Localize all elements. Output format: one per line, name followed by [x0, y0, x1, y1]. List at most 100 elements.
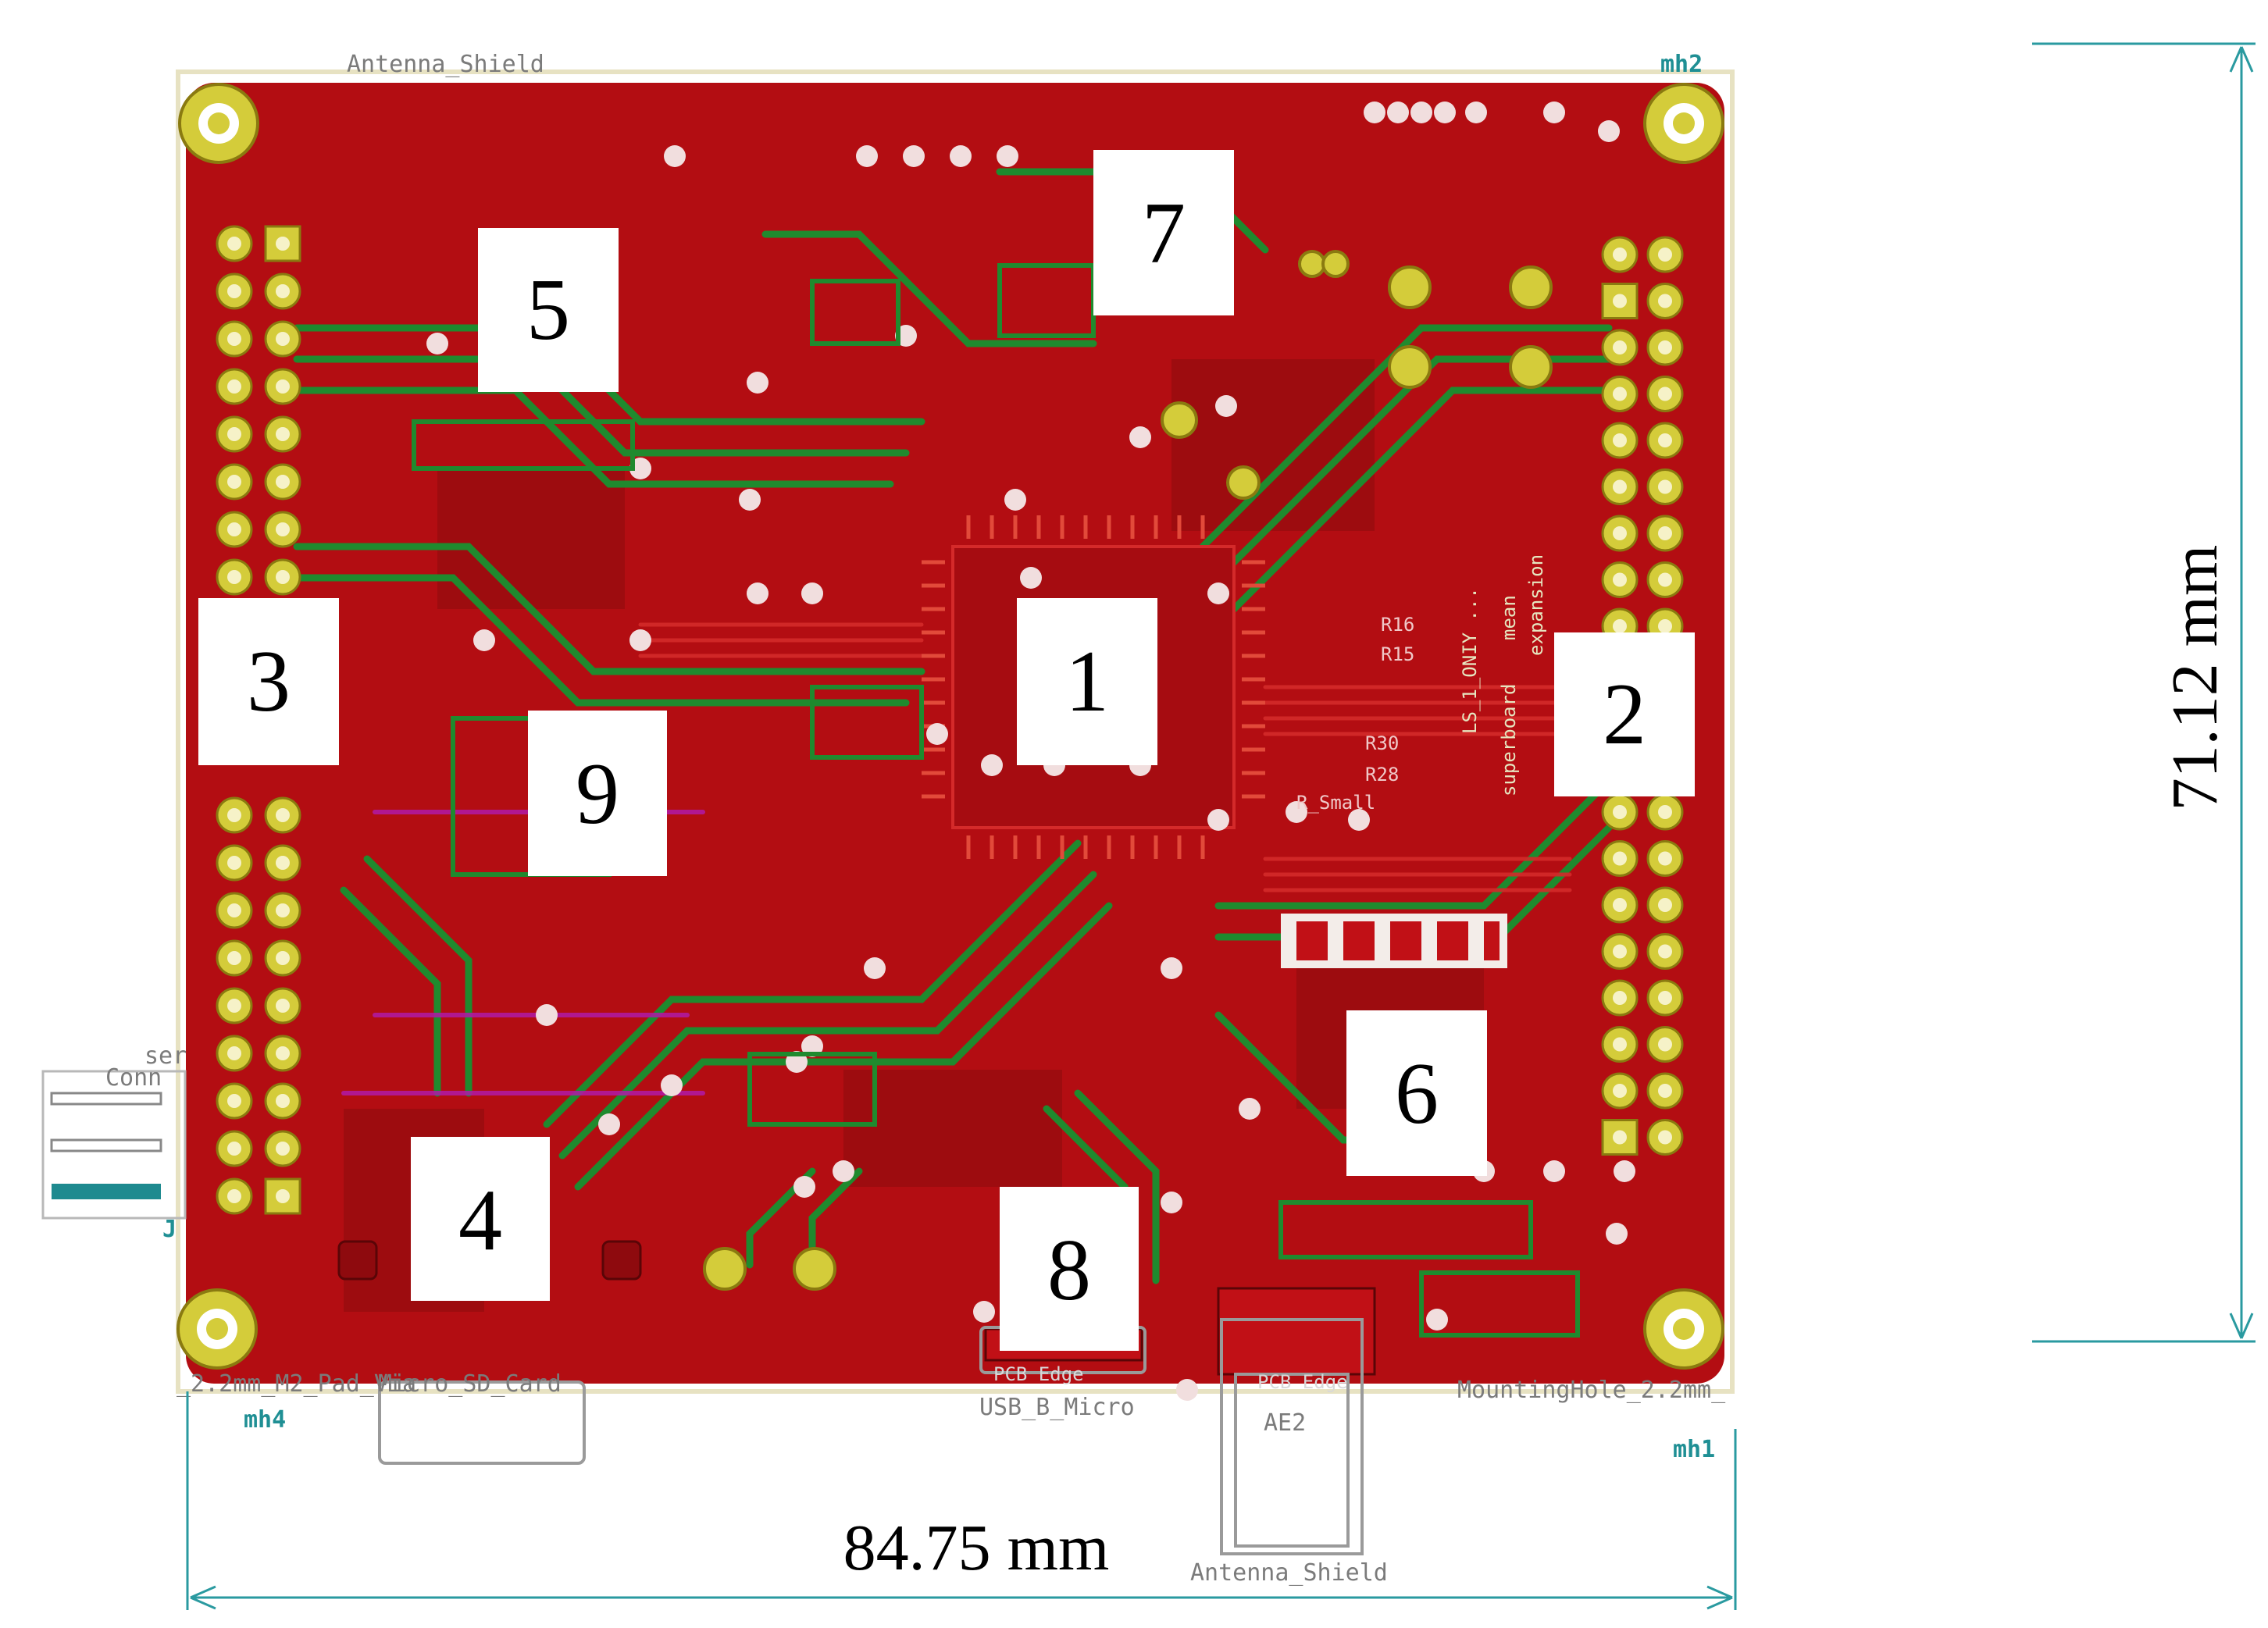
header-pin-hole — [276, 856, 290, 870]
connector-pad-row — [1281, 914, 1507, 968]
header-pin-hole — [1658, 387, 1672, 401]
right-pin-header — [1601, 236, 1684, 1156]
via — [1020, 567, 1042, 589]
via — [801, 582, 823, 604]
header-pin-hole — [227, 427, 241, 441]
header-pin-hole — [1613, 851, 1627, 866]
mounting-hole-bottom-left — [177, 1288, 258, 1370]
header-pin-hole — [1658, 851, 1672, 866]
header-pin-hole — [1658, 248, 1672, 262]
header-pin-hole — [227, 1094, 241, 1108]
height-dimension-label: 71.12 mm — [2159, 545, 2231, 811]
header-pin-hole — [227, 379, 241, 394]
header-pin-hole — [276, 379, 290, 394]
header-pin-hole — [1658, 898, 1672, 912]
via — [1286, 801, 1307, 823]
svg-text:7: 7 — [1142, 185, 1186, 282]
svg-text:2: 2 — [1603, 666, 1646, 763]
via — [473, 629, 495, 651]
via — [1004, 489, 1026, 511]
mounting-hole-top-left — [178, 83, 259, 164]
header-pin-hole — [1613, 1130, 1627, 1145]
via — [833, 1160, 854, 1182]
via — [864, 957, 886, 979]
header-pin-hole — [276, 951, 290, 965]
svg-text:6: 6 — [1395, 1046, 1439, 1142]
header-pin-hole — [276, 237, 290, 251]
header-pin-hole — [276, 903, 290, 917]
usb-label: USB_B_Micro — [979, 1394, 1135, 1421]
via — [793, 1176, 815, 1198]
header-pin-hole — [227, 1046, 241, 1060]
header-pin-hole — [227, 237, 241, 251]
header-pin-hole — [227, 475, 241, 489]
header-pin-hole — [227, 284, 241, 298]
header-pin-hole — [1658, 572, 1672, 587]
header-pin-hole — [276, 1142, 290, 1156]
header-pin-hole — [276, 570, 290, 584]
header-pin-hole — [1658, 991, 1672, 1005]
via — [926, 723, 948, 745]
via — [739, 489, 761, 511]
via — [1215, 395, 1237, 417]
header-pin-hole — [1658, 619, 1672, 633]
svg-text:3: 3 — [247, 633, 291, 730]
svg-text:4: 4 — [458, 1172, 502, 1269]
header-pin-hole — [1658, 805, 1672, 819]
header-pin-hole — [276, 284, 290, 298]
via — [426, 333, 448, 354]
mh1-label: mh1 — [1673, 1436, 1715, 1463]
header-pin-hole — [1658, 1037, 1672, 1052]
svg-text:9: 9 — [576, 746, 619, 842]
via — [1161, 957, 1182, 979]
via — [1543, 1160, 1565, 1182]
region-label-2: 2 — [1554, 632, 1695, 796]
mounting-hole-bottom-right — [1643, 1288, 1724, 1370]
header-pin-hole — [276, 427, 290, 441]
header-pin-hole — [1613, 572, 1627, 587]
connector-label-ser: ser — [144, 1042, 187, 1070]
via — [973, 1301, 995, 1323]
silkscreen-labels: Antenna_Shield _2.2mm_M2_Pad_Via Micro_S… — [177, 51, 1726, 1587]
via — [1161, 1192, 1182, 1213]
via — [1129, 426, 1151, 448]
header-pin-hole — [1613, 526, 1627, 540]
svg-text:5: 5 — [526, 262, 570, 358]
region-label-3: 3 — [198, 598, 339, 765]
via — [1410, 102, 1432, 123]
via — [950, 145, 972, 167]
pcb-edge-ae2-label: PCB Edge — [1257, 1371, 1348, 1393]
via — [661, 1074, 683, 1096]
header-pin-hole — [1658, 479, 1672, 494]
via — [1614, 1160, 1635, 1182]
header-pin-hole — [227, 951, 241, 965]
via — [629, 629, 651, 651]
antenna-shield-bottom-label: Antenna_Shield — [1190, 1559, 1388, 1587]
through-hole-pads — [703, 250, 1553, 1291]
via — [1387, 102, 1409, 123]
connector-label-j: J — [162, 1216, 177, 1243]
header-pin-hole — [227, 570, 241, 584]
header-pin-hole — [1658, 294, 1672, 308]
via — [536, 1004, 558, 1026]
header-pin-hole — [1613, 479, 1627, 494]
mounting-hole-left-label: _2.2mm_M2_Pad_Via — [177, 1370, 416, 1398]
header-pin-hole — [227, 332, 241, 346]
connector-label-conn: Conn — [105, 1064, 162, 1092]
via — [747, 582, 768, 604]
mounting-hole-top-right — [1643, 83, 1724, 164]
via — [903, 145, 925, 167]
region-label-1: 1 — [1017, 598, 1157, 765]
via — [1348, 809, 1370, 831]
header-pin-hole — [1613, 944, 1627, 959]
header-pin-hole — [276, 332, 290, 346]
header-pin-hole — [276, 475, 290, 489]
header-pin-hole — [227, 522, 241, 536]
header-pin-hole — [1613, 898, 1627, 912]
header-pin-hole — [276, 808, 290, 822]
header-pin-hole — [276, 1046, 290, 1060]
r28-label: R28 — [1365, 764, 1399, 786]
overlay-text-d: expansion — [1525, 554, 1547, 656]
header-pin-hole — [1613, 433, 1627, 447]
region-label-9: 9 — [528, 711, 667, 876]
